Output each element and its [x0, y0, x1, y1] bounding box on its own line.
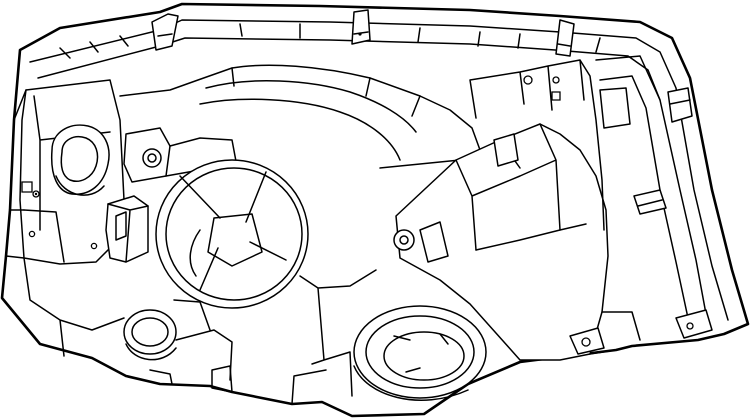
right-lamp-cylinder [396, 124, 608, 360]
top-mount-tab-center [352, 10, 370, 44]
left-connector-block [106, 196, 148, 262]
right-frame-tab-mid [634, 190, 666, 214]
center-post-boss [124, 128, 170, 182]
bottom-mount-tab [570, 328, 604, 354]
right-frame-tab-upper [668, 88, 692, 122]
lower-left-body [24, 258, 232, 380]
right-cylinder-post [394, 230, 414, 250]
right-top-tab [494, 134, 518, 166]
lower-left-tab [150, 366, 232, 392]
top-mount-tab-left [152, 14, 178, 50]
upper-shroud-rib [200, 99, 400, 160]
top-rim-ribs [60, 24, 600, 58]
lower-right-bulb-socket [354, 306, 486, 400]
right-upper-panel [470, 60, 604, 230]
upper-shroud-inner [206, 68, 420, 132]
right-frame-slot [600, 88, 630, 128]
right-frame-tab-lower [676, 310, 712, 338]
left-screw-holes [22, 182, 97, 249]
left-body-panel [20, 80, 124, 264]
left-bulb-socket [52, 125, 109, 195]
center-aiming-ring [156, 160, 308, 308]
center-lower-panel [292, 270, 376, 404]
top-flange-rim [30, 20, 728, 320]
left-side-wall [6, 90, 26, 258]
lower-left-bulb-socket [124, 310, 176, 360]
right-upper-holes [524, 76, 560, 100]
bottom-right-edge [590, 312, 640, 354]
right-frame [596, 56, 706, 318]
top-mount-tab-right [556, 20, 574, 56]
